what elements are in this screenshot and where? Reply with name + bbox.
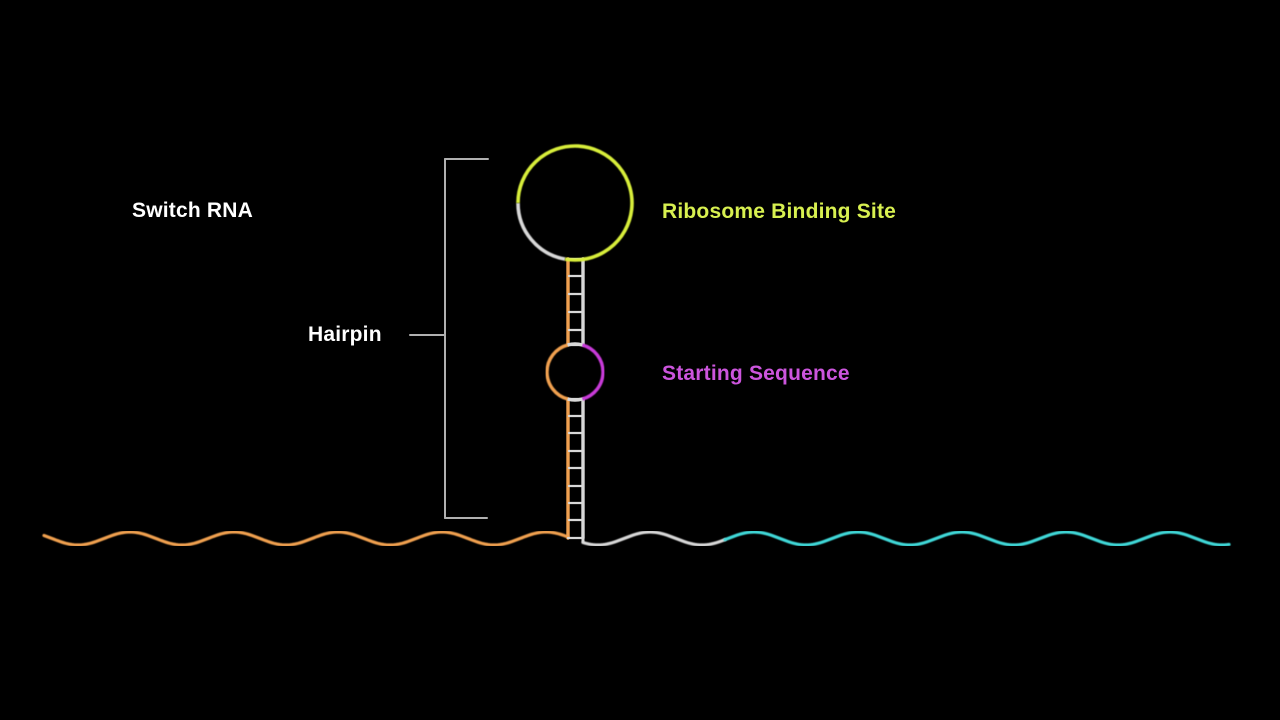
- starting-sequence-label: Starting Sequence: [662, 362, 850, 385]
- hairpin-bracket: [409, 158, 489, 519]
- start-loop-orange-arc: [545, 343, 569, 401]
- hairpin-label: Hairpin: [308, 323, 382, 346]
- rbs-loop-yellow-arc: [516, 144, 634, 262]
- ribosome-binding-site-label: Ribosome Binding Site: [662, 200, 897, 223]
- start-loop-bottom-white: [567, 397, 583, 402]
- starting-sequence-loop: [545, 342, 605, 402]
- rbs-loop-white-arc: [516, 202, 566, 261]
- cyan-coding-strand: [723, 530, 1231, 547]
- start-loop-magenta-arc: [581, 343, 605, 401]
- orange-5prime-strand: [42, 530, 570, 547]
- white-linker-strand: [581, 530, 727, 547]
- ribosome-binding-site-loop: [516, 144, 634, 262]
- start-loop-top-white: [567, 342, 583, 347]
- mrna-strand: [42, 530, 1231, 547]
- switch-rna-label: Switch RNA: [132, 199, 254, 222]
